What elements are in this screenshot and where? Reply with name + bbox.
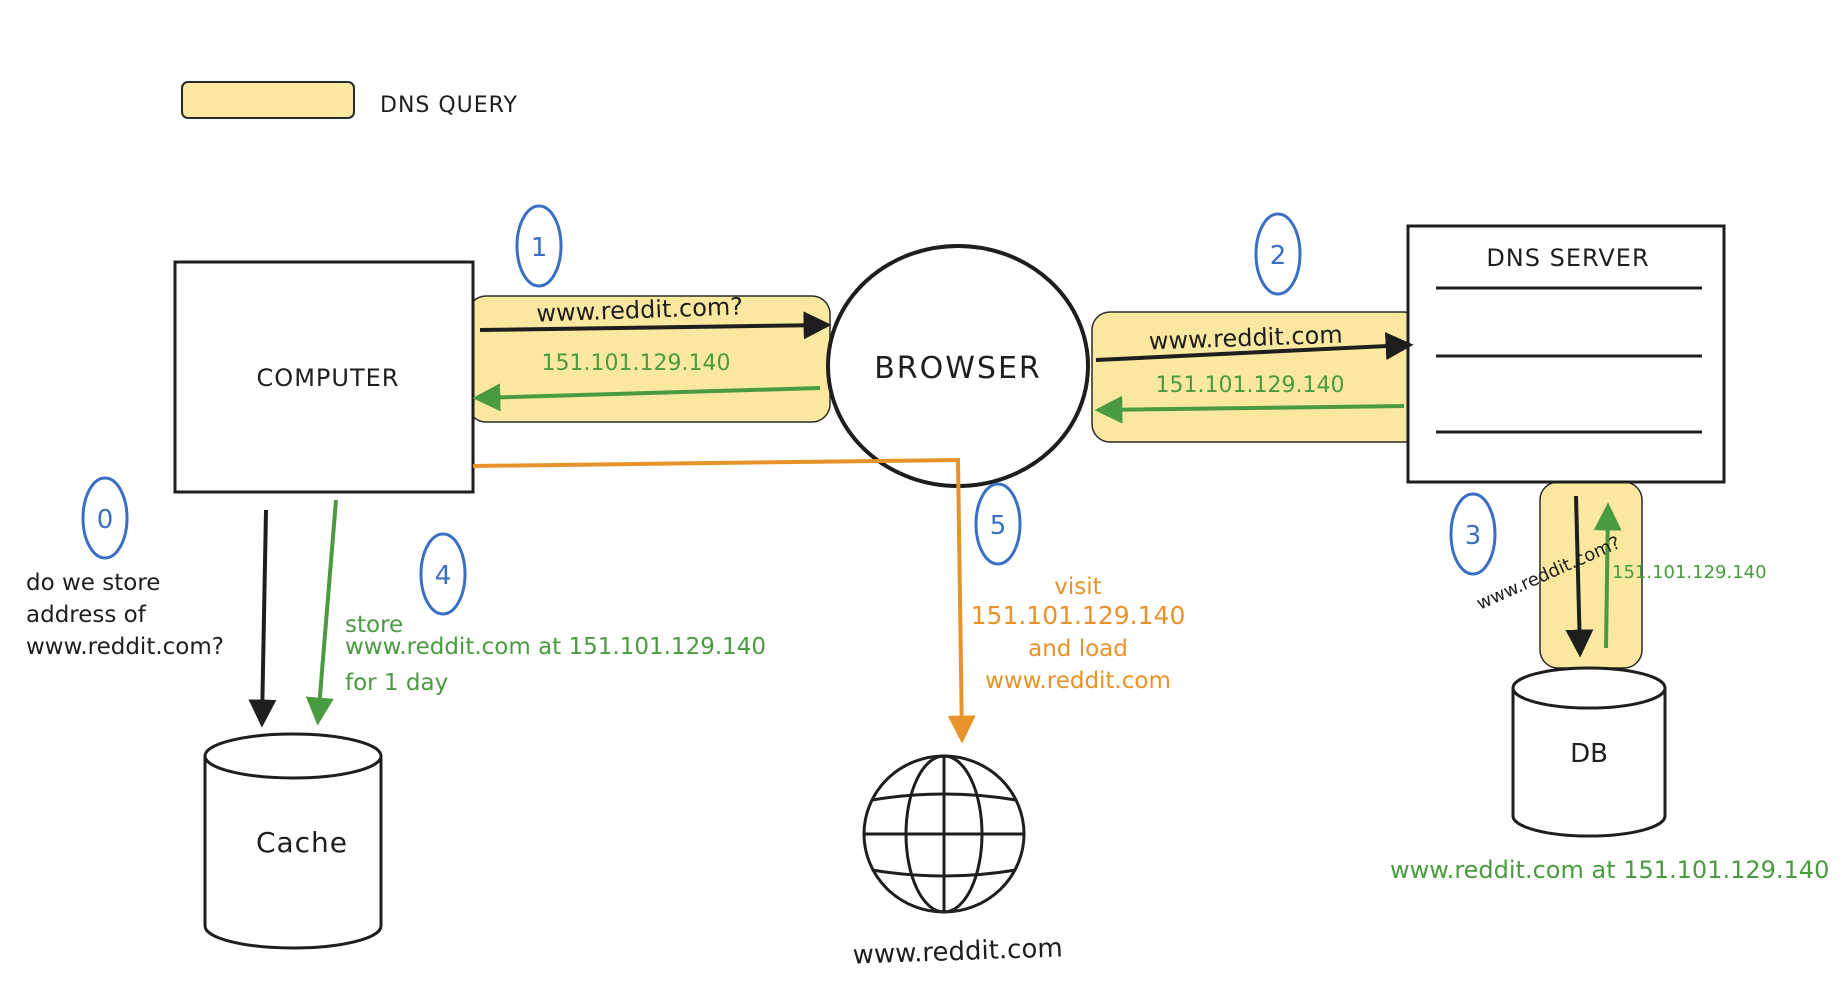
step4-note: store www.reddit.com at 151.101.129.140 …: [345, 612, 766, 696]
step3-query-arrow: [1565, 495, 1594, 658]
svg-text:www.reddit.com?: www.reddit.com?: [26, 634, 224, 660]
step-badge-5: 5: [974, 482, 1022, 566]
step0-note: do we store address of www.reddit.com?: [26, 570, 224, 660]
svg-text:for 1 day: for 1 day: [345, 670, 448, 696]
step-badge-4: 4: [419, 532, 467, 616]
step2-response-label: 151.101.129.140: [1156, 373, 1345, 398]
step2-response-arrow: [1094, 395, 1405, 424]
step1-response-label: 151.101.129.140: [542, 351, 731, 376]
svg-text:store: store: [345, 612, 403, 638]
step2-query-label: www.reddit.com: [1148, 321, 1343, 356]
legend: DNS QUERY: [181, 81, 518, 119]
svg-text:5: 5: [990, 511, 1007, 541]
step-badge-2: 2: [1254, 212, 1302, 296]
svg-text:www.reddit.com: www.reddit.com: [985, 668, 1171, 694]
step5-note: visit 151.101.129.140 and load www.reddi…: [971, 574, 1186, 694]
step-badge-0: 0: [81, 476, 129, 560]
svg-text:address of: address of: [26, 602, 147, 628]
browser-label: BROWSER: [874, 351, 1042, 386]
svg-text:visit: visit: [1054, 574, 1101, 600]
svg-text:151.101.129.140: 151.101.129.140: [971, 601, 1186, 630]
cache-cylinder: [203, 732, 383, 950]
db-cylinder: [1511, 666, 1667, 838]
step1-response-arrow: [472, 383, 821, 412]
svg-text:www.reddit.com at 151.101.129.: www.reddit.com at 151.101.129.140: [345, 634, 766, 660]
computer-box: [173, 260, 475, 494]
legend-swatch: [181, 81, 355, 119]
svg-text:0: 0: [97, 505, 114, 535]
dns-server-label: DNS SERVER: [1486, 244, 1649, 272]
step3-response-arrow: [1593, 502, 1622, 649]
step2-query-arrow: [1095, 332, 1414, 362]
step5-visit-arrow: [472, 457, 976, 744]
svg-text:2: 2: [1270, 241, 1287, 271]
svg-text:and load: and load: [1028, 636, 1128, 662]
legend-label: DNS QUERY: [380, 93, 518, 118]
db-record-label: www.reddit.com at 151.101.129.140: [1390, 856, 1829, 884]
step0-lookup-arrow: [248, 509, 277, 728]
step4-store-arrow: [305, 499, 338, 726]
cache-label: Cache: [256, 826, 348, 859]
dns-server-box: [1406, 224, 1726, 484]
step-badge-3: 3: [1449, 492, 1497, 576]
svg-text:4: 4: [435, 561, 452, 591]
website-label: www.reddit.com: [852, 933, 1063, 970]
step3-response-label: 151.101.129.140: [1612, 562, 1767, 583]
svg-text:do we store: do we store: [26, 570, 160, 596]
computer-label: COMPUTER: [257, 364, 400, 392]
svg-text:1: 1: [531, 233, 548, 263]
step1-query-arrow: [479, 311, 832, 340]
svg-text:3: 3: [1465, 521, 1482, 551]
db-label: DB: [1570, 739, 1608, 769]
globe-icon: [862, 754, 1026, 914]
step-badge-1: 1: [515, 204, 563, 288]
